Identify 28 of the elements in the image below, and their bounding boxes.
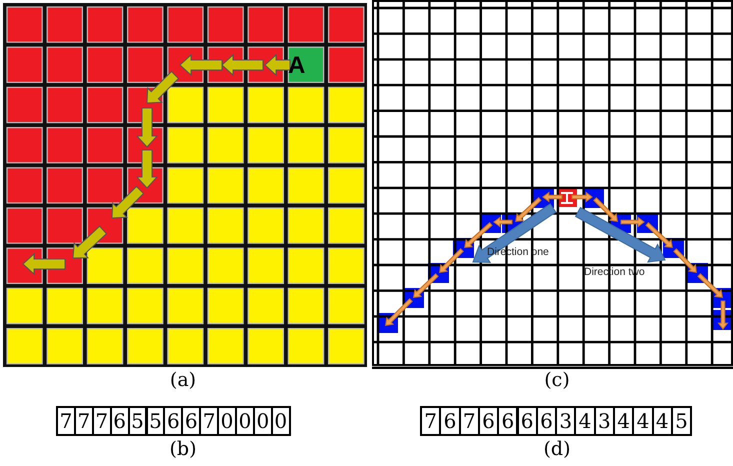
chain-code-digit: 5 — [128, 406, 148, 436]
chain-code-digit: 7 — [74, 406, 94, 436]
chain-code-digit: 4 — [613, 406, 634, 436]
chain-code-digit: 6 — [181, 406, 202, 436]
chain-code-digit: 7 — [420, 406, 442, 436]
chain-code-digit: 4 — [652, 406, 673, 436]
subfigure-caption: (d) — [544, 440, 570, 459]
subfigure-caption: (a) — [170, 371, 196, 390]
chain-code-digit: 7 — [458, 406, 480, 436]
subfigure-caption: (c) — [544, 371, 570, 390]
chain-code-digit: 6 — [497, 406, 518, 436]
chain-code-digit: 0 — [235, 406, 255, 436]
chain-code-digit: 3 — [555, 406, 576, 436]
chain-code-digit: 6 — [439, 406, 461, 436]
chain-code-digit: 7 — [199, 406, 220, 436]
subfigure-caption: (b) — [170, 440, 196, 459]
chain-code-digit: 5 — [670, 406, 692, 436]
chain-code-digit: 4 — [574, 406, 596, 436]
chain-code-digit: 6 — [110, 406, 130, 436]
chain-code-digit: 7 — [92, 406, 112, 436]
chain-code-digit: 0 — [252, 406, 273, 436]
chain-code-digit: 4 — [632, 406, 654, 436]
chain-code-digit: 7 — [56, 406, 76, 436]
chain-code-digit: 3 — [594, 406, 615, 436]
chain-code-digit: 0 — [217, 406, 237, 436]
chain-code-digit: 0 — [270, 406, 291, 436]
chain-code-digit: 6 — [516, 406, 538, 436]
chain-code-digit: 6 — [163, 406, 184, 436]
